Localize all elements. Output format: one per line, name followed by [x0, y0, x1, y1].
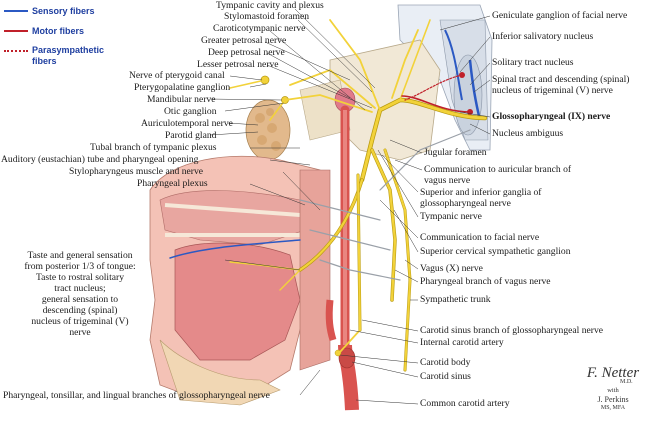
label-vagus: Vagus (X) nerve	[420, 263, 483, 274]
label-taste-block: Taste and general sensation from posteri…	[2, 250, 158, 338]
label-mandibular: Mandibular nerve	[147, 94, 216, 105]
label-tympanic-nerve: Tympanic nerve	[420, 211, 482, 222]
label-carotid-body: Carotid body	[420, 357, 471, 368]
legend-motor-label: Motor fibers	[32, 26, 85, 36]
taste-line-3: Taste to rostral solitary	[35, 272, 125, 283]
label-otic: Otic ganglion	[164, 106, 217, 117]
label-carotid-sinus-branch: Carotid sinus branch of glossopharyngeal…	[420, 325, 604, 336]
label-pharyngeal-plexus: Pharyngeal plexus	[137, 178, 208, 189]
label-sup-inf-ganglia-1: Superior and inferior ganglia of	[420, 187, 542, 198]
carotid-arteries	[325, 105, 359, 411]
label-tympanic-cavity: Tympanic cavity and plexus	[216, 0, 324, 11]
label-comm-facial: Communication to facial nerve	[420, 232, 540, 243]
parotid-gland	[245, 99, 291, 161]
legend-parasympathetic-label-1: Parasympathetic	[32, 45, 105, 55]
legend-motor-swatch	[4, 30, 28, 32]
skull-base	[299, 39, 441, 161]
label-spinal-tract-2: nucleus of trigeminal (V) nerve	[492, 85, 613, 96]
label-glossopharyngeal: Glossopharyngeal (IX) nerve	[492, 111, 611, 122]
label-inferior-salivatory: Inferior salivatory nucleus	[492, 31, 594, 42]
label-tubal-branch: Tubal branch of tympanic plexus	[90, 142, 217, 153]
label-sup-cervical: Superior cervical sympathetic ganglion	[420, 246, 571, 257]
taste-line-7: nucleus of trigeminal (V)	[31, 316, 129, 327]
label-stylomastoid: Stylomastoid foramen	[224, 11, 309, 22]
label-sup-inf-ganglia-2: glossopharyngeal nerve	[420, 198, 511, 209]
legend-parasympathetic-label-2: fibers	[32, 56, 57, 66]
signature-artist: F. Netter	[586, 365, 640, 381]
label-parotid: Parotid gland	[165, 130, 217, 141]
taste-line-5: general sensation to	[41, 294, 119, 305]
taste-line-4: tract nucleus;	[54, 283, 106, 294]
leader-lines	[209, 8, 491, 405]
signature-coartist-suffix: MS, MFA	[600, 405, 626, 411]
label-auriculotemporal: Auriculotemporal nerve	[141, 118, 233, 129]
label-caroticotympanic: Caroticotympanic nerve	[213, 23, 306, 34]
label-internal-carotid: Internal carotid artery	[420, 337, 504, 348]
taste-line-8: nerve	[69, 327, 91, 338]
label-jugular: Jugular foramen	[424, 147, 487, 158]
head-section	[149, 155, 331, 406]
artist-signature: F. Netter M.D. with J. Perkins MS, MFA	[580, 365, 646, 419]
label-pterygopalatine: Pterygopalatine ganglion	[134, 82, 231, 93]
taste-line-1: Taste and general sensation	[27, 250, 133, 261]
legend-parasympathetic-swatch	[4, 50, 28, 52]
label-deep-petrosal: Deep petrosal nerve	[208, 47, 285, 58]
taste-line-2: from posterior 1/3 of tongue:	[24, 261, 136, 272]
label-stylopharyngeus: Stylopharyngeus muscle and nerve	[69, 166, 204, 177]
label-common-carotid: Common carotid artery	[420, 398, 510, 409]
label-lesser-petrosal: Lesser petrosal nerve	[197, 59, 279, 70]
label-carotid-sinus: Carotid sinus	[420, 371, 471, 382]
label-pterygoid-canal: Nerve of pterygoid canal	[129, 70, 225, 81]
signature-artist-suffix: M.D.	[620, 379, 633, 385]
label-ambiguus: Nucleus ambiguus	[492, 128, 564, 139]
signature-with: with	[607, 387, 619, 394]
label-comm-auricular-2: vagus nerve	[424, 175, 471, 186]
taste-line-6: descending (spinal)	[42, 305, 118, 316]
label-solitary: Solitary tract nucleus	[492, 57, 574, 68]
label-auditory-tube: Auditory (eustachian) tube and pharyngea…	[1, 154, 199, 165]
label-spinal-tract-1: Spinal tract and descending (spinal)	[492, 74, 630, 85]
signature-coartist: J. Perkins	[597, 395, 629, 404]
label-pharyngeal-vagus: Pharyngeal branch of vagus nerve	[420, 276, 551, 287]
label-comm-auricular-1: Communication to auricular branch of	[424, 164, 572, 175]
legend-sensory-swatch	[4, 10, 28, 12]
nerve-paths	[169, 19, 488, 372]
label-greater-petrosal: Greater petrosal nerve	[201, 35, 287, 46]
label-sympathetic-trunk: Sympathetic trunk	[420, 294, 491, 305]
label-pharyngeal-branches: Pharyngeal, tonsillar, and lingual branc…	[3, 390, 270, 401]
label-geniculate: Geniculate ganglion of facial nerve	[492, 10, 628, 21]
legend-sensory-label: Sensory fibers	[32, 6, 95, 16]
